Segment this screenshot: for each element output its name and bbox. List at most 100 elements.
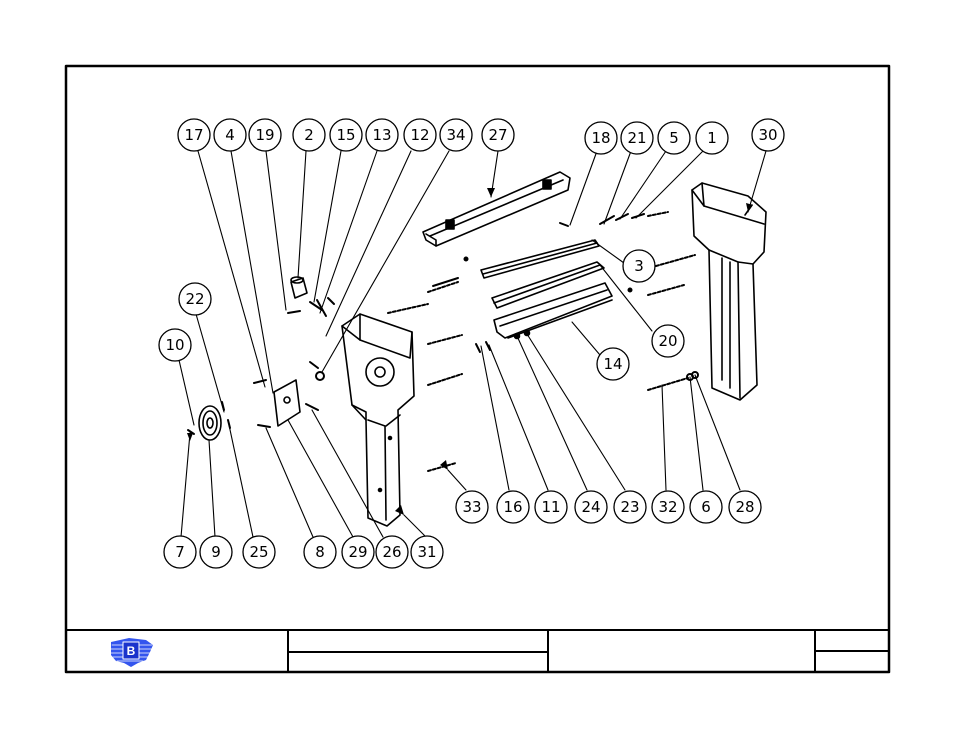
callout-circle xyxy=(375,535,409,569)
callout-number: 16 xyxy=(503,498,522,516)
callout-19: 19 xyxy=(248,118,282,152)
callout-circle xyxy=(177,118,211,152)
callout-22: 22 xyxy=(178,282,212,316)
part-14-tray xyxy=(493,282,613,340)
callout-number: 15 xyxy=(336,126,355,144)
callout-number: 24 xyxy=(581,498,600,516)
callout-circle xyxy=(455,490,489,524)
callout-8: 8 xyxy=(303,535,337,569)
callout-circle xyxy=(728,490,762,524)
callout-circle xyxy=(213,118,247,152)
callout-17: 17 xyxy=(177,118,211,152)
callout-circle xyxy=(596,347,630,381)
callout-20: 20 xyxy=(651,324,685,358)
callout-circle xyxy=(534,490,568,524)
callout-circle xyxy=(410,535,444,569)
callout-circle xyxy=(651,324,685,358)
callout-circle xyxy=(242,535,276,569)
leader-arrowheads xyxy=(187,188,753,515)
callout-10: 10 xyxy=(158,328,192,362)
callout-number: 23 xyxy=(620,498,639,516)
callout-number: 13 xyxy=(372,126,391,144)
callout-number: 33 xyxy=(462,498,481,516)
callout-25: 25 xyxy=(242,535,276,569)
callout-circle xyxy=(248,118,282,152)
part-9-wheel xyxy=(198,405,222,441)
callout-12: 12 xyxy=(403,118,437,152)
logo-letter: B xyxy=(127,644,136,658)
callout-circle xyxy=(695,121,729,155)
part-31-left-frame xyxy=(341,313,415,527)
callout-number: 4 xyxy=(225,126,235,144)
callout-9: 9 xyxy=(199,535,233,569)
callout-3: 3 xyxy=(622,249,656,283)
callout-circle xyxy=(651,490,685,524)
part-29-plate xyxy=(273,379,301,427)
callout-number: 5 xyxy=(669,129,679,147)
callout-number: 1 xyxy=(707,129,717,147)
callout-number: 2 xyxy=(304,126,314,144)
callout-number: 31 xyxy=(417,543,436,561)
callout-circle xyxy=(303,535,337,569)
hardware xyxy=(187,211,699,472)
callout-circle xyxy=(292,118,326,152)
callout-circle xyxy=(657,121,691,155)
callout-number: 34 xyxy=(446,126,465,144)
callout-circle xyxy=(158,328,192,362)
callout-number: 9 xyxy=(211,543,221,561)
company-logo: B xyxy=(110,638,153,667)
callout-number: 10 xyxy=(165,336,184,354)
callout-circle xyxy=(403,118,437,152)
callout-circle xyxy=(199,535,233,569)
callout-33: 33 xyxy=(455,490,489,524)
callout-number: 32 xyxy=(658,498,677,516)
callout-circle xyxy=(689,490,723,524)
callout-16: 16 xyxy=(496,490,530,524)
part-30-right-frame xyxy=(691,182,767,401)
callout-7: 7 xyxy=(163,535,197,569)
callout-21: 21 xyxy=(620,121,654,155)
callout-number: 28 xyxy=(735,498,754,516)
callout-31: 31 xyxy=(410,535,444,569)
callout-number: 22 xyxy=(185,290,204,308)
title-block xyxy=(65,629,890,673)
callout-number: 20 xyxy=(658,332,677,350)
callout-29: 29 xyxy=(341,535,375,569)
callout-14: 14 xyxy=(596,347,630,381)
callout-number: 11 xyxy=(541,498,560,516)
callout-30: 30 xyxy=(751,118,785,152)
callout-circle xyxy=(481,118,515,152)
callout-number: 3 xyxy=(634,257,644,275)
callout-circle xyxy=(496,490,530,524)
callout-number: 19 xyxy=(255,126,274,144)
callout-circle xyxy=(620,121,654,155)
part-3-rail xyxy=(480,239,600,279)
callout-26: 26 xyxy=(375,535,409,569)
callout-circle xyxy=(751,118,785,152)
callout-circle xyxy=(163,535,197,569)
callout-circle xyxy=(439,118,473,152)
callout-6: 6 xyxy=(689,490,723,524)
part-27-top-cover xyxy=(422,171,571,247)
callout-1: 1 xyxy=(695,121,729,155)
callout-number: 17 xyxy=(184,126,203,144)
part-20-guide xyxy=(491,261,605,309)
callout-circle xyxy=(622,249,656,283)
callout-circle xyxy=(365,118,399,152)
callout-23: 23 xyxy=(613,490,647,524)
callout-4: 4 xyxy=(213,118,247,152)
part-2-cap xyxy=(290,276,308,299)
leader-lines xyxy=(178,150,767,538)
callout-32: 32 xyxy=(651,490,685,524)
callout-number: 6 xyxy=(701,498,711,516)
callout-circle xyxy=(613,490,647,524)
callout-15: 15 xyxy=(329,118,363,152)
callout-number: 29 xyxy=(348,543,367,561)
callout-2: 2 xyxy=(292,118,326,152)
callout-circle xyxy=(341,535,375,569)
callout-13: 13 xyxy=(365,118,399,152)
callout-number: 12 xyxy=(410,126,429,144)
callout-number: 8 xyxy=(315,543,325,561)
callout-circle xyxy=(329,118,363,152)
